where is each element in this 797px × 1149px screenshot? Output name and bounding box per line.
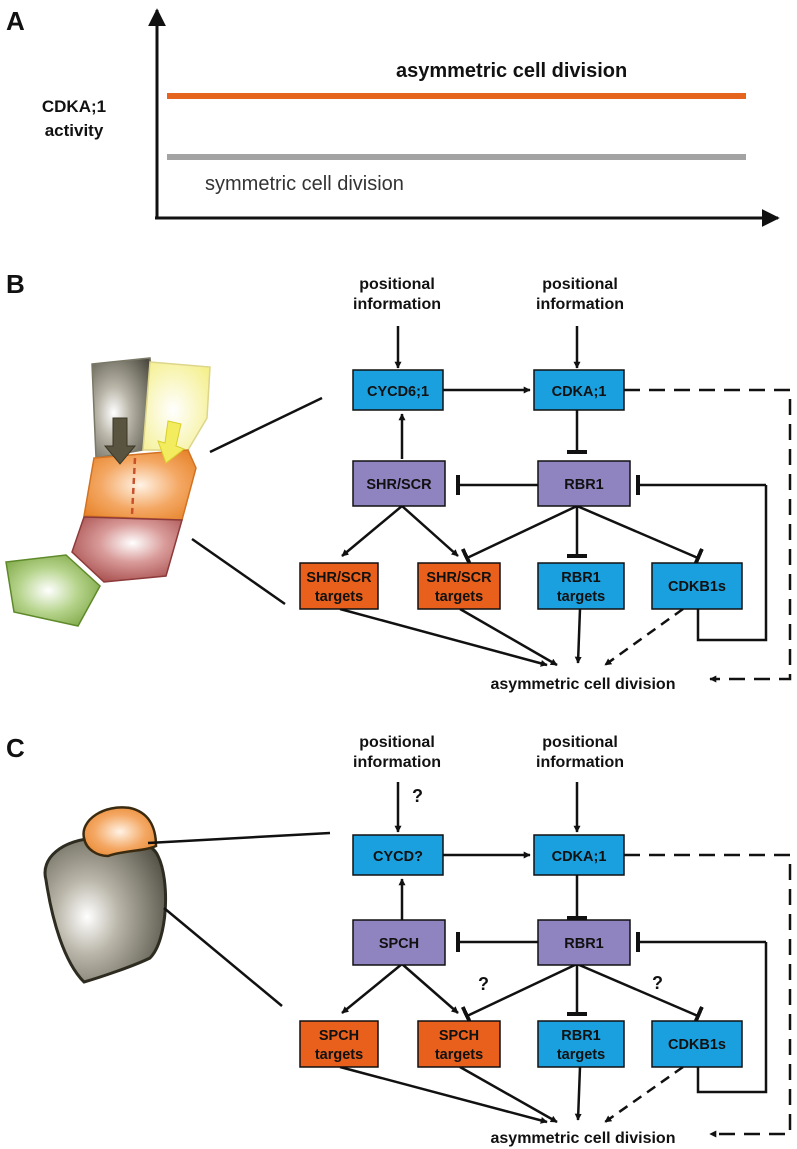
- node-rbr1: RBR1: [537, 460, 631, 507]
- node-regulator: SHR/SCR: [352, 460, 446, 507]
- node-rbr1-c: RBR1: [537, 919, 631, 966]
- panel-c-letter: C: [6, 733, 25, 763]
- panel-b-edges: [339, 326, 792, 683]
- asymmetric-label: asymmetric cell division: [396, 60, 627, 82]
- node-rbr1-targets: RBR1 targets: [537, 562, 625, 610]
- node-rbr1-targets-line2: targets: [557, 589, 605, 605]
- panel-b: B: [5, 269, 792, 693]
- node-cycd-label: CYCD6;1: [367, 384, 429, 400]
- zoom-line-bottom-c: [163, 907, 283, 1007]
- zoom-line-bottom: [191, 537, 286, 606]
- node-cdkb-c: CDKB1s: [651, 1020, 743, 1068]
- positional-info-left-line2: information: [353, 296, 441, 313]
- positional-info-left-line2-c: information: [353, 754, 441, 771]
- node-rbr1-label: RBR1: [564, 477, 603, 493]
- node-cdkb-c-label: CDKB1s: [668, 1037, 726, 1053]
- stomatal-cells-illustration: [43, 806, 167, 984]
- y-axis-label-line1: CDKA;1: [42, 97, 106, 116]
- node-cycd: CYCD6;1: [352, 369, 444, 411]
- node-targets-a-line1: SHR/SCR: [306, 570, 372, 586]
- node-targets-a-c-line1: SPCH: [319, 1028, 359, 1044]
- question-mark-input: ?: [412, 786, 423, 806]
- symmetric-label: symmetric cell division: [205, 173, 404, 195]
- node-targets-a-c: SPCH targets: [299, 1020, 379, 1068]
- zoom-line-top-c: [147, 831, 331, 845]
- node-cdka-c-label: CDKA;1: [552, 849, 607, 865]
- node-regulator-c: SPCH: [352, 919, 446, 966]
- panel-c-outcome: asymmetric cell division: [491, 1130, 676, 1147]
- zoom-line-top: [209, 396, 323, 454]
- positional-info-right-line1: positional: [542, 276, 618, 293]
- node-rbr1-c-label: RBR1: [564, 936, 603, 952]
- node-targets-a: SHR/SCR targets: [299, 562, 379, 610]
- node-rbr1-targets-c-line1: RBR1: [561, 1028, 600, 1044]
- node-targets-b-c-line2: targets: [435, 1047, 483, 1063]
- panel-b-outcome: asymmetric cell division: [491, 676, 676, 693]
- positional-info-right-line2: information: [536, 296, 624, 313]
- node-targets-a-line2: targets: [315, 589, 363, 605]
- root-cells-illustration: [5, 357, 211, 627]
- panel-b-letter: B: [6, 269, 25, 299]
- node-targets-b-line1: SHR/SCR: [426, 570, 492, 586]
- node-targets-b-line2: targets: [435, 589, 483, 605]
- question-mark-cdkb: ?: [652, 973, 663, 993]
- y-axis-label-line2: activity: [45, 121, 104, 140]
- node-regulator-label: SHR/SCR: [366, 477, 432, 493]
- node-cycd-c: CYCD?: [352, 834, 444, 876]
- node-regulator-c-label: SPCH: [379, 936, 419, 952]
- node-cdkb-label: CDKB1s: [668, 579, 726, 595]
- node-cycd-c-label: CYCD?: [373, 849, 423, 865]
- panel-c-edges: [339, 782, 792, 1138]
- yellow-cell-arrow-icon: [157, 420, 186, 464]
- node-cdka-c: CDKA;1: [533, 834, 625, 876]
- positional-info-left-line1-c: positional: [359, 734, 435, 751]
- positional-info-right-line1-c: positional: [542, 734, 618, 751]
- panel-c: C positional: [6, 733, 792, 1147]
- dark-cell-arrow-icon: [103, 417, 137, 465]
- positional-info-right-line2-c: information: [536, 754, 624, 771]
- node-cdkb: CDKB1s: [651, 562, 743, 610]
- node-cdka: CDKA;1: [533, 369, 625, 411]
- node-targets-b-c-line1: SPCH: [439, 1028, 479, 1044]
- node-targets-b: SHR/SCR targets: [417, 562, 501, 610]
- panel-a: A CDKA;1 activity asymmetric cell divisi…: [6, 6, 780, 227]
- node-cdka-label: CDKA;1: [552, 384, 607, 400]
- positional-info-left-line1: positional: [359, 276, 435, 293]
- question-mark-spch-targets: ?: [478, 974, 489, 994]
- node-rbr1-targets-c-line2: targets: [557, 1047, 605, 1063]
- node-targets-b-c: SPCH targets: [417, 1020, 501, 1068]
- node-rbr1-targets-c: RBR1 targets: [537, 1020, 625, 1068]
- node-targets-a-c-line2: targets: [315, 1047, 363, 1063]
- node-rbr1-targets-line1: RBR1: [561, 570, 600, 586]
- panel-a-letter: A: [6, 6, 25, 36]
